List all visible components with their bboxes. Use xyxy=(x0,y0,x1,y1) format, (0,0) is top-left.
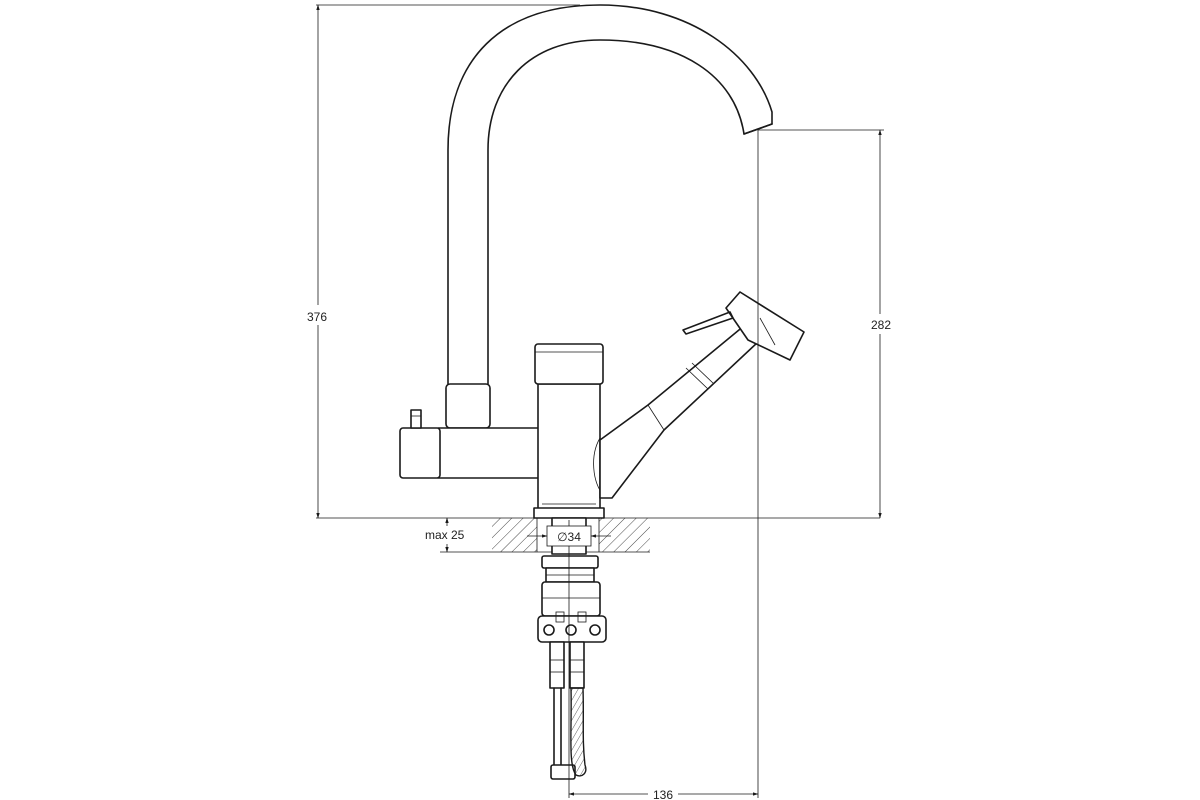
dimension-overall-height xyxy=(298,4,580,519)
overall-height-label: 376 xyxy=(307,310,327,324)
spout-reach-label: 136 xyxy=(653,788,673,800)
mounting-hardware xyxy=(537,517,607,780)
hole-diameter-label: ∅34 xyxy=(557,530,581,544)
countertop-section xyxy=(316,517,880,553)
spout-height-label: 282 xyxy=(871,318,891,332)
faucet-body xyxy=(399,4,805,519)
dimension-spout-reach xyxy=(568,130,759,800)
max-thickness-label: max 25 xyxy=(425,528,465,542)
dimension-spout-height xyxy=(758,129,898,519)
dimension-hole-diameter xyxy=(527,525,611,547)
